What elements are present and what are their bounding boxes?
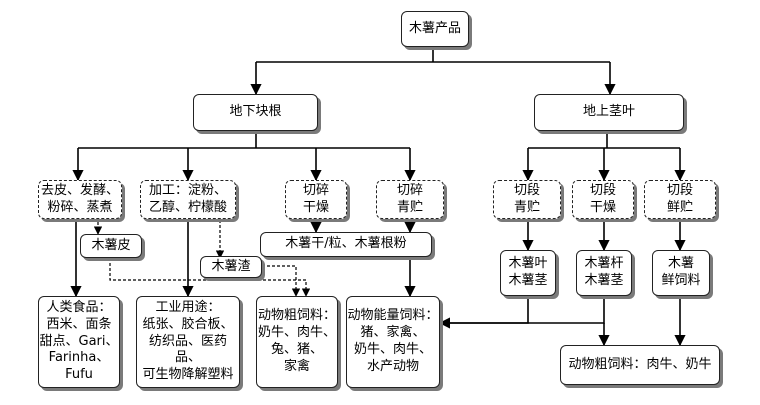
- process-cut-silage: 切段 青贮: [493, 180, 561, 219]
- branch-aboveground-label: 地上茎叶: [582, 104, 635, 120]
- use-roughage-label: 动物粗饲料： 奶牛、肉牛、 兔、猪、 家禽: [257, 308, 336, 374]
- process-peel-ferment: 去皮、发酵、 粉碎、蒸煮: [38, 180, 122, 219]
- intermediate-peel: 木薯皮: [80, 234, 142, 258]
- intermediate-fresh-feed: 木薯 鲜饲料: [652, 250, 710, 296]
- intermediate-stalk-stem: 木薯杆 木薯茎: [576, 250, 632, 296]
- process-cut-silage-label: 切段 青贮: [513, 182, 540, 215]
- root-label: 木薯产品: [408, 20, 461, 36]
- use-human-food: 人类食品： 西米、面条 甜点、Gari、 Farinha、Fufu: [38, 296, 120, 388]
- intermediate-stalk-stem-label: 木薯杆 木薯茎: [584, 256, 624, 288]
- intermediate-residue: 木薯渣: [200, 256, 262, 278]
- process-chop-silage: 切碎 青贮: [376, 180, 444, 219]
- use-roughage-beef-label: 动物粗饲料：肉牛、奶牛: [568, 356, 712, 372]
- use-industrial: 工业用途： 纸张、胶合板、 纺织品、医药品、 可生物降解塑料: [136, 296, 240, 388]
- use-roughage-beef: 动物粗饲料：肉牛、奶牛: [560, 345, 720, 385]
- intermediate-peel-label: 木薯皮: [91, 237, 131, 253]
- process-cut-dry-label: 切段 干燥: [589, 182, 616, 215]
- use-human-food-label: 人类食品： 西米、面条 甜点、Gari、 Farinha、Fufu: [39, 299, 119, 383]
- use-industrial-label: 工业用途： 纸张、胶合板、 纺织品、医药品、 可生物降解塑料: [142, 299, 234, 383]
- process-peel-ferment-label: 去皮、发酵、 粉碎、蒸煮: [40, 182, 119, 215]
- intermediate-residue-label: 木薯渣: [211, 258, 251, 274]
- intermediate-dry-products-label: 木薯干/粒、木薯根粉: [285, 236, 407, 252]
- process-cut-dry: 切段 干燥: [572, 180, 634, 219]
- process-chop-silage-label: 切碎 青贮: [396, 182, 423, 215]
- branch-underground-label: 地下块根: [229, 104, 282, 120]
- process-cut-fresh: 切段 鲜贮: [644, 180, 716, 219]
- process-chop-dry: 切碎 干燥: [285, 180, 347, 219]
- process-cut-fresh-label: 切段 鲜贮: [666, 182, 693, 215]
- intermediate-fresh-feed-label: 木薯 鲜饲料: [661, 256, 701, 288]
- process-chop-dry-label: 切碎 干燥: [302, 182, 329, 215]
- intermediate-leaf-stem: 木薯叶 木薯茎: [500, 250, 556, 296]
- intermediate-leaf-stem-label: 木薯叶 木薯茎: [508, 256, 548, 288]
- use-energy-feed: 动物能量饲料： 猪、家禽、 奶牛、肉牛、 水产动物: [346, 296, 440, 388]
- use-roughage: 动物粗饲料： 奶牛、肉牛、 兔、猪、 家禽: [256, 296, 338, 388]
- use-energy-feed-label: 动物能量饲料： 猪、家禽、 奶牛、肉牛、 水产动物: [347, 308, 439, 374]
- branch-underground: 地下块根: [193, 94, 318, 131]
- branch-aboveground: 地上茎叶: [534, 94, 684, 131]
- process-industrial-label: 加工：淀粉、 乙醇、柠檬酸: [148, 182, 227, 215]
- root-node: 木薯产品: [401, 11, 469, 47]
- intermediate-dry-products: 木薯干/粒、木薯根粉: [260, 232, 432, 257]
- process-industrial: 加工：淀粉、 乙醇、柠檬酸: [140, 180, 236, 219]
